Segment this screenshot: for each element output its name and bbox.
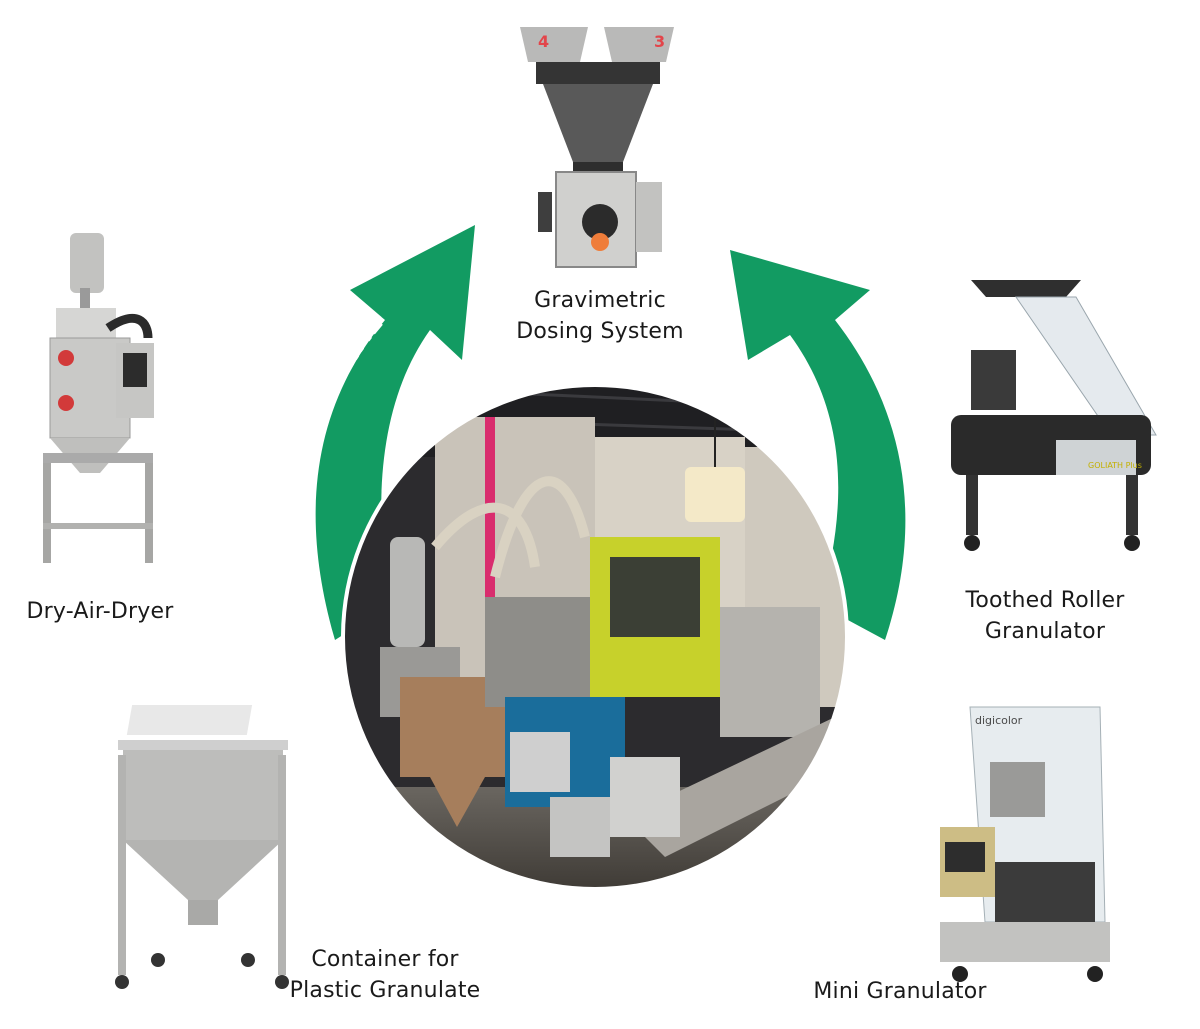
roller-label: Toothed Roller Granulator <box>955 585 1135 647</box>
roller-label-line1: Toothed Roller <box>965 588 1125 613</box>
recyclate-arrow <box>730 250 906 640</box>
hopper-container-photo <box>115 705 289 989</box>
roller-badge: GOLIATH Plus <box>1088 461 1142 470</box>
container-label: Container for Plastic Granulate <box>270 944 500 1006</box>
mini-label-line1: Mini Granulator <box>813 979 987 1004</box>
gravimetric-doser-photo: 4 3 <box>520 27 674 268</box>
container-label-line2: Plastic Granulate <box>289 978 481 1003</box>
dosing-label-line2: Dosing System <box>516 319 684 344</box>
dryer-label-line1: Dry-Air-Dryer <box>26 599 174 624</box>
dosing-hopper-digit-right: 3 <box>654 32 665 51</box>
dosing-hopper-digit-left: 4 <box>538 32 549 51</box>
dryer-label: Dry-Air-Dryer <box>10 596 190 627</box>
virgin-material-arrow <box>315 225 475 640</box>
mini-granulator-photo: digicolor <box>940 706 1110 982</box>
dosing-label: Gravimetric Dosing System <box>500 285 700 347</box>
dryer-photo <box>43 233 154 563</box>
mini-label: Mini Granulator <box>790 976 1010 1007</box>
dosing-label-line1: Gravimetric <box>534 288 666 313</box>
injection-molding-line-photo <box>341 383 849 891</box>
mini-brand-badge: digicolor <box>975 714 1023 727</box>
container-label-line1: Container for <box>311 947 459 972</box>
roller-granulator-photo: GOLIATH Plus <box>951 280 1157 551</box>
roller-label-line2: Granulator <box>984 619 1106 644</box>
